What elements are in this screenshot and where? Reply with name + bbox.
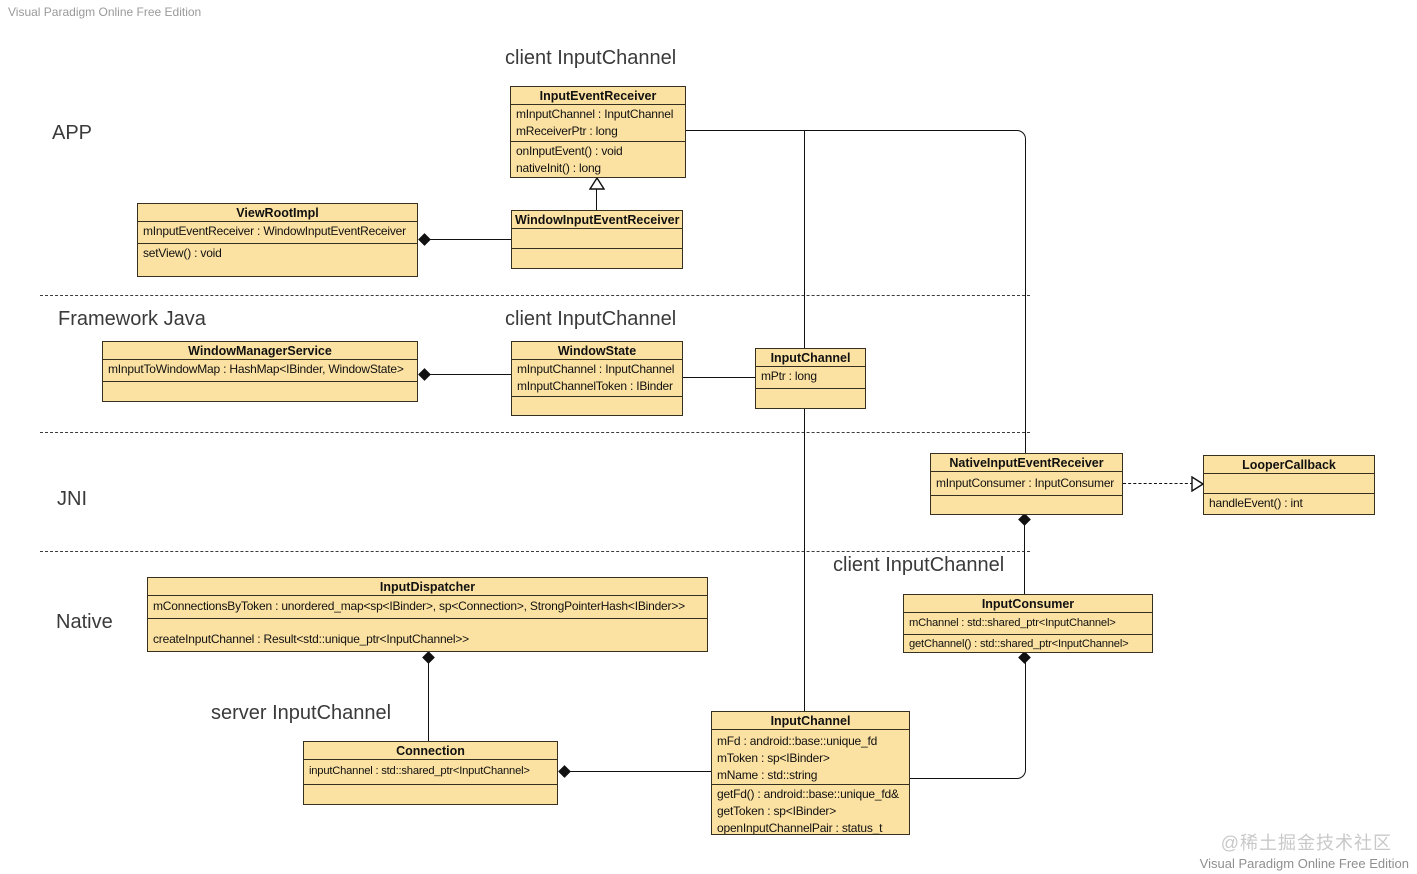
link-windowmanagerservice-windowstate xyxy=(430,374,511,375)
link-inputdispatcher-connection xyxy=(428,662,429,741)
heading-client-inputchannel-app: client InputChannel xyxy=(505,47,677,69)
class-title: LooperCallback xyxy=(1242,458,1336,472)
class-attribute: mConnectionsByToken : unordered_map<sp<I… xyxy=(153,599,685,613)
class-attribute: mFd : android::base::unique_fd xyxy=(717,734,878,748)
link-connection-inputchannel xyxy=(570,771,711,772)
class-loopercallback[interactable]: LooperCallback handleEvent() : int xyxy=(1203,455,1375,515)
class-method: nativeInit() : long xyxy=(516,161,601,175)
class-title: InputChannel xyxy=(770,714,851,728)
link-inputeventreceiver-inputchannel-framework xyxy=(804,131,805,348)
layer-label-framework: Framework Java xyxy=(58,308,206,330)
class-title: WindowInputEventReceiver xyxy=(515,213,680,227)
link-viewrootimpl-windowinputeventreceiver xyxy=(430,239,511,240)
link-inputconsumer-inputchannel xyxy=(910,662,1026,779)
composition-diamond-icon xyxy=(558,765,571,778)
class-attribute: mInputChannel : InputChannel xyxy=(516,107,674,121)
class-connection[interactable]: Connection inputChannel : std::shared_pt… xyxy=(303,741,558,805)
class-method: getFd() : android::base::unique_fd& xyxy=(717,787,899,801)
composition-diamond-icon xyxy=(1018,513,1031,526)
class-attribute: inputChannel : std::shared_ptr<InputChan… xyxy=(309,765,530,777)
class-title: InputDispatcher xyxy=(379,580,476,594)
class-viewrootimpl[interactable]: ViewRootImpl mInputEventReceiver : Windo… xyxy=(137,203,418,277)
class-attribute: mReceiverPtr : long xyxy=(516,124,618,138)
class-windowmanagerservice[interactable]: WindowManagerService mInputToWindowMap :… xyxy=(102,341,418,402)
class-method: onInputEvent() : void xyxy=(516,144,623,158)
layer-separator-app-framework xyxy=(40,295,1030,296)
class-method: createInputChannel : Result<std::unique_… xyxy=(153,632,469,646)
class-title: WindowState xyxy=(557,344,637,358)
class-method: handleEvent() : int xyxy=(1209,496,1303,510)
class-attribute: mChannel : std::shared_ptr<InputChannel> xyxy=(909,617,1116,629)
generalization-arrowhead-icon xyxy=(589,177,605,190)
realization-arrowhead-icon xyxy=(1191,476,1204,492)
class-title: NativeInputEventReceiver xyxy=(949,456,1104,470)
class-inputconsumer[interactable]: InputConsumer mChannel : std::shared_ptr… xyxy=(903,594,1153,653)
link-windowstate-inputchannel xyxy=(683,377,755,378)
layer-separator-framework-jni xyxy=(40,432,1030,433)
class-title: Connection xyxy=(396,744,465,758)
class-inputeventreceiver[interactable]: InputEventReceiver mInputChannel : Input… xyxy=(510,86,686,178)
class-attribute: mInputConsumer : InputConsumer xyxy=(936,476,1115,490)
link-inputeventreceiver-nativeinputeventreceiver xyxy=(686,130,1026,454)
realization-line xyxy=(1123,483,1193,484)
layer-label-app: APP xyxy=(52,122,93,144)
class-method: openInputChannelPair : status_t xyxy=(717,821,883,834)
generalization-line xyxy=(596,189,597,210)
composition-diamond-icon xyxy=(418,368,431,381)
class-title: InputConsumer xyxy=(981,597,1075,611)
class-inputchannel-framework[interactable]: InputChannel mPtr : long xyxy=(755,348,866,409)
class-title: InputEventReceiver xyxy=(539,89,657,103)
class-title: ViewRootImpl xyxy=(236,206,319,220)
class-method: setView() : void xyxy=(143,246,222,260)
class-method: getChannel() : std::shared_ptr<InputChan… xyxy=(909,638,1129,650)
class-windowinputeventreceiver[interactable]: WindowInputEventReceiver xyxy=(511,210,683,269)
layer-label-jni: JNI xyxy=(57,488,87,510)
class-windowstate[interactable]: WindowState mInputChannel : InputChannel… xyxy=(511,341,683,416)
link-nativeinputeventreceiver-inputconsumer xyxy=(1024,525,1025,594)
heading-client-inputchannel-native: client InputChannel xyxy=(833,554,1005,576)
class-nativeinputeventreceiver[interactable]: NativeInputEventReceiver mInputConsumer … xyxy=(930,453,1123,515)
class-attribute: mInputToWindowMap : HashMap<IBinder, Win… xyxy=(108,362,404,376)
class-title: InputChannel xyxy=(770,351,851,365)
heading-client-inputchannel-framework: client InputChannel xyxy=(505,308,677,330)
watermark-community: @稀土掘金技术社区 xyxy=(1220,833,1392,853)
heading-server-inputchannel: server InputChannel xyxy=(211,702,392,724)
layer-label-native: Native xyxy=(56,611,113,633)
watermark-top-left: Visual Paradigm Online Free Edition xyxy=(8,5,202,19)
class-attribute: mName : std::string xyxy=(717,768,818,782)
class-attribute: mInputChannel : InputChannel xyxy=(517,362,675,376)
class-inputdispatcher[interactable]: InputDispatcher mConnectionsByToken : un… xyxy=(147,577,708,652)
class-title: WindowManagerService xyxy=(188,344,332,358)
class-attribute: mInputChannelToken : IBinder xyxy=(517,379,673,393)
class-attribute: mPtr : long xyxy=(761,369,817,383)
class-method: getToken : sp<IBinder> xyxy=(717,804,837,818)
link-inputchannel-framework-native xyxy=(804,408,805,711)
composition-diamond-icon xyxy=(418,233,431,246)
layer-separator-jni-native xyxy=(40,551,1030,552)
class-attribute: mToken : sp<IBinder> xyxy=(717,751,830,765)
class-inputchannel-native[interactable]: InputChannel mFd : android::base::unique… xyxy=(711,711,910,835)
class-attribute: mInputEventReceiver : WindowInputEventRe… xyxy=(143,224,406,238)
watermark-bottom-right: Visual Paradigm Online Free Edition xyxy=(1199,856,1409,871)
